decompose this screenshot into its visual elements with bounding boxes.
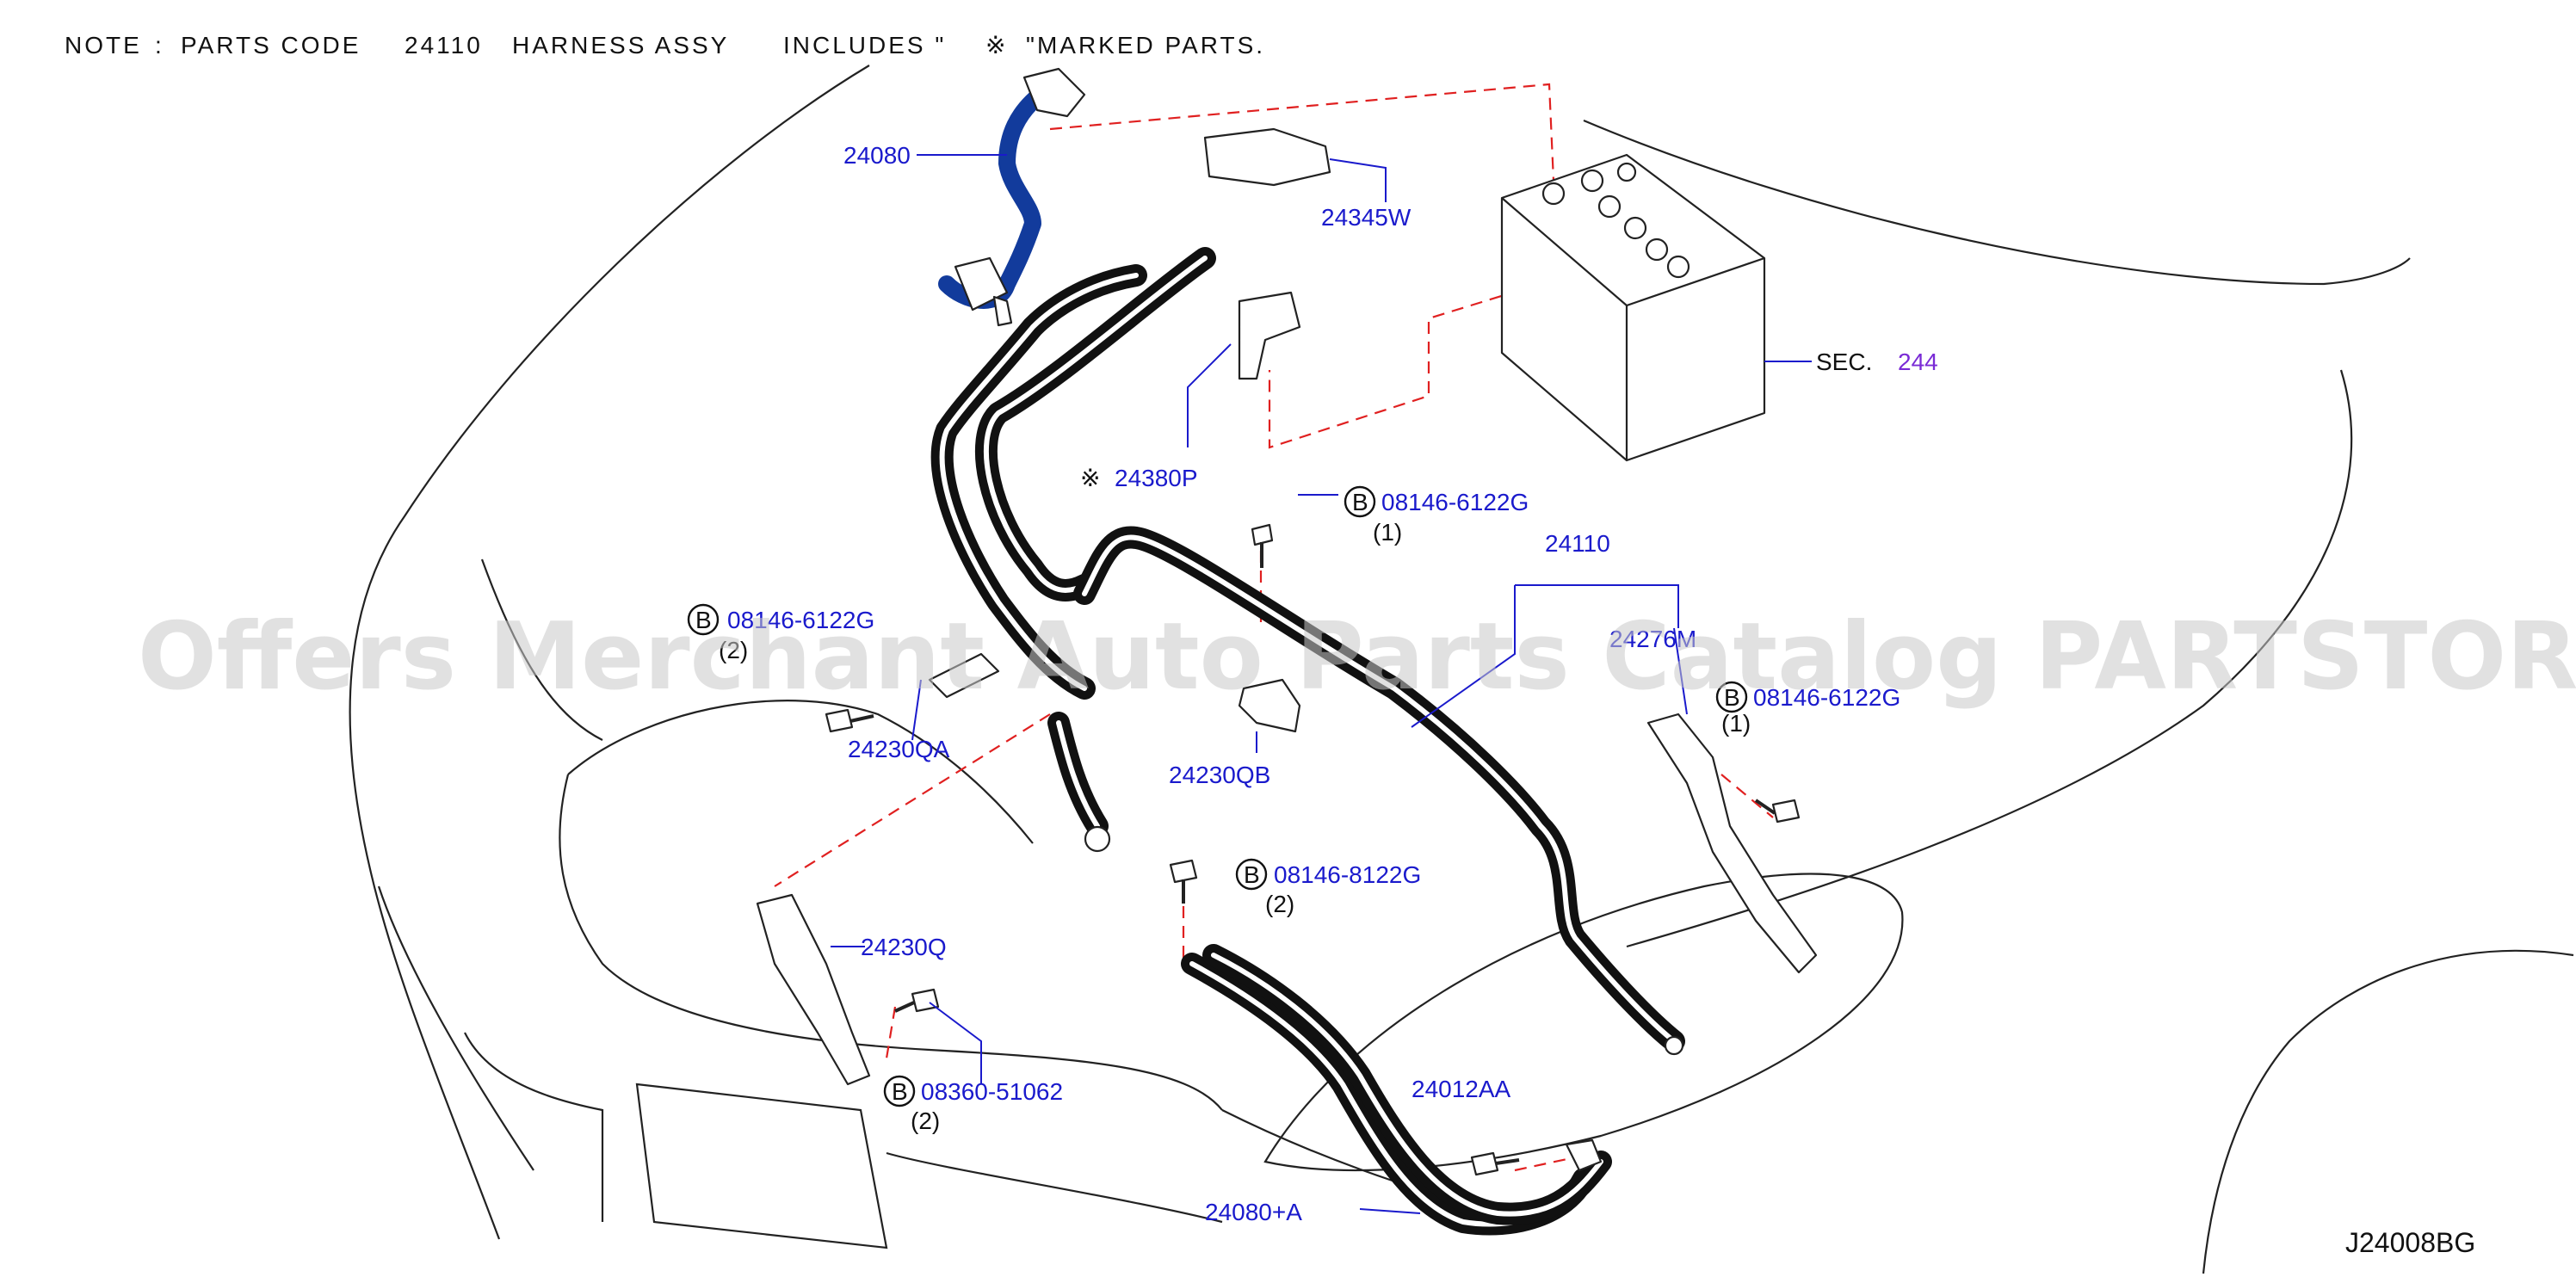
label-24230qa: 24230QA bbox=[848, 736, 950, 762]
note-prefix: NOTE bbox=[65, 32, 142, 59]
diagram-code: J24008BG bbox=[2345, 1227, 2475, 1258]
label-bolt1-qty: (1) bbox=[1373, 519, 1402, 546]
bolt-b-letter-5: B bbox=[892, 1078, 908, 1105]
part-24276m-bracket bbox=[1646, 713, 1818, 974]
label-bolt4-qty: (2) bbox=[1265, 891, 1294, 917]
vehicle-body-outline bbox=[349, 65, 2574, 1274]
part-24380p-terminal bbox=[1238, 291, 1301, 380]
label-24345w: 24345W bbox=[1321, 204, 1412, 231]
note-colon: : bbox=[155, 32, 164, 59]
part-24230qb-bracket bbox=[1238, 678, 1301, 733]
ring-terminal-1 bbox=[1084, 825, 1111, 853]
part-24230q-bracket bbox=[756, 893, 871, 1086]
bolt-b-letter-1: B bbox=[1352, 489, 1368, 515]
label-24080: 24080 bbox=[843, 142, 911, 169]
label-24230q: 24230Q bbox=[861, 934, 947, 960]
label-bolt2-code: 08146-6122G bbox=[727, 607, 874, 633]
label-24080a: 24080+A bbox=[1205, 1199, 1302, 1225]
label-24012aa: 24012AA bbox=[1412, 1076, 1511, 1102]
note-code: 24110 bbox=[405, 32, 483, 59]
note-text4: "MARKED PARTS. bbox=[1026, 32, 1265, 59]
label-24110: 24110 bbox=[1545, 530, 1610, 557]
label-24380p: 24380P bbox=[1115, 465, 1198, 491]
bolt-b-letter-4: B bbox=[1244, 861, 1260, 888]
note-text2: HARNESS ASSY bbox=[512, 32, 729, 59]
label-bolt1-code: 08146-6122G bbox=[1381, 489, 1529, 515]
bolt-b-badges bbox=[687, 485, 1748, 1107]
label-bolt3-code: 08146-6122G bbox=[1753, 684, 1900, 711]
label-24230qb: 24230QB bbox=[1169, 762, 1270, 788]
label-bolt2-qty: (2) bbox=[719, 637, 748, 663]
note-symbol: ※ bbox=[985, 32, 1008, 59]
header-note: NOTE : PARTS CODE 24110 HARNESS ASSY INC… bbox=[65, 32, 1265, 59]
note-text1: PARTS CODE bbox=[181, 32, 361, 59]
label-24380p-symbol: ※ bbox=[1080, 465, 1100, 491]
label-bolt5-qty: (2) bbox=[911, 1107, 940, 1134]
label-sec-number: 244 bbox=[1898, 349, 1938, 375]
label-bolt5-code: 08360-51062 bbox=[921, 1078, 1063, 1105]
harness-cables bbox=[930, 247, 1685, 1236]
label-bolt3-qty: (1) bbox=[1721, 710, 1751, 737]
cable-24080 bbox=[938, 67, 1086, 327]
ring-terminal-2 bbox=[1664, 1035, 1684, 1056]
part-24345w-cover bbox=[1203, 127, 1331, 187]
leader-lines bbox=[831, 154, 1812, 1214]
part-24012aa-terminal bbox=[1565, 1138, 1603, 1172]
bolt-icons bbox=[825, 523, 1801, 1176]
label-bolt4-code: 08146-8122G bbox=[1274, 861, 1421, 888]
label-sec-prefix: SEC. bbox=[1816, 349, 1872, 375]
watermark: Offers Merchant Auto Parts Catalog PARTS… bbox=[138, 603, 2576, 711]
bolt-b-letter-2: B bbox=[695, 607, 712, 633]
bolt-b-letter-3: B bbox=[1724, 684, 1740, 711]
note-text3: INCLUDES " bbox=[783, 32, 946, 59]
label-24276m: 24276M bbox=[1609, 626, 1696, 652]
part-24230qa-bracket bbox=[928, 652, 1000, 699]
battery bbox=[1500, 153, 1766, 462]
